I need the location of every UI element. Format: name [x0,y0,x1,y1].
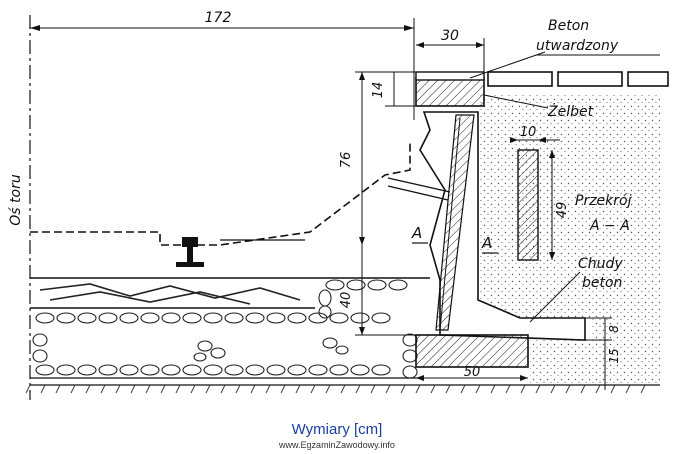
rail [176,237,204,267]
label-beton-chudy: beton [582,275,622,291]
ballast-stones [32,279,418,379]
footer-watermark: www.EgzaminZawodowy.info [279,440,395,450]
paving-blocks [487,71,669,87]
top-cap [415,77,485,107]
clearance-outline [30,140,411,246]
dim-50-value: 50 [464,365,481,380]
section-aa [517,149,539,261]
dim-172-value: 172 [205,10,232,26]
label-beton: Beton [548,18,589,34]
label-section-a-left: A [411,224,422,242]
label-przekroj: Przekrój [575,193,632,209]
dim-section-height: 49 [555,202,570,219]
dim-76-value: 76 [339,152,354,169]
dim-14-value: 14 [371,82,386,99]
dim-30-value: 30 [441,28,459,44]
track-axis-label: Oś toru [8,174,24,226]
footing [415,334,529,368]
label-utwardzony: utwardzony [536,38,619,54]
label-zelbet: Żelbet [547,102,594,120]
dim-section-width: 10 [520,125,537,140]
sleeper-hatch [39,283,301,305]
dim-40-value: 40 [339,292,354,309]
caption: Wymiary [cm] [291,421,383,438]
dim-15-value: 15 [607,348,621,363]
label-chudy: Chudy [578,256,623,272]
dim-8-value: 8 [607,325,621,333]
label-przekroj-aa: A − A [589,218,630,234]
label-section-a-right: A [481,234,492,252]
